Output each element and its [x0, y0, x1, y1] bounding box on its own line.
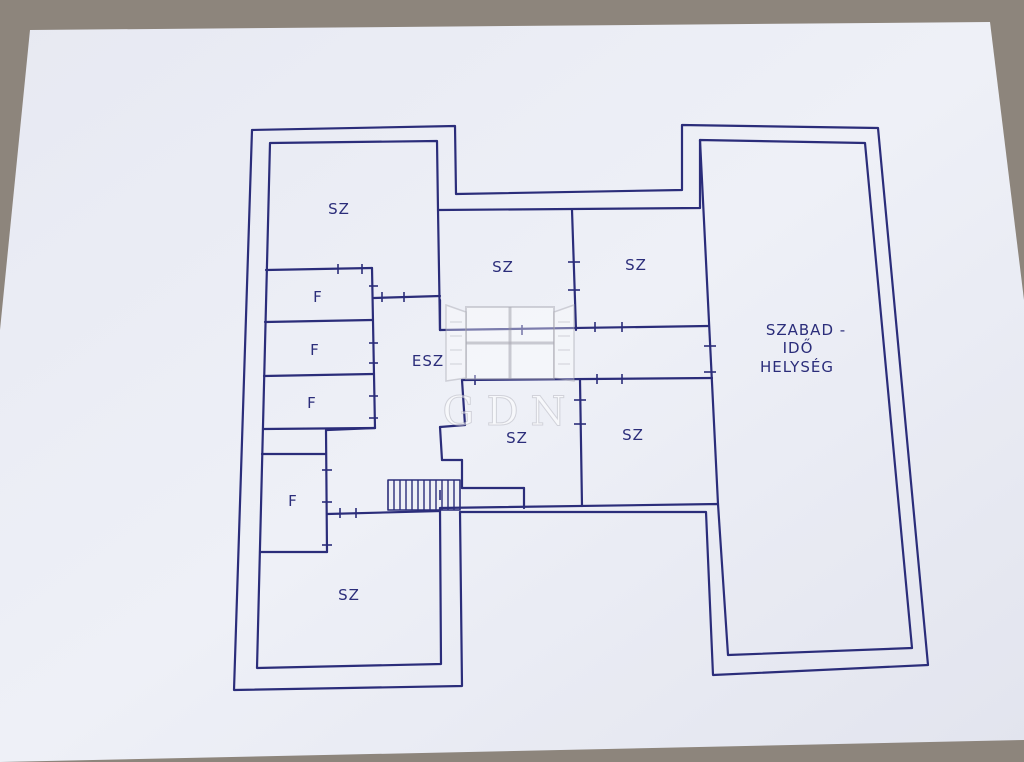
- room-label-f-2: F: [310, 341, 320, 359]
- room-label-sz-bottom-left: SZ: [338, 586, 360, 604]
- room-label-sz-low-right: SZ: [622, 426, 644, 444]
- room-label-sz-mid-right: SZ: [625, 256, 647, 274]
- leisure-room-label-line2: IDŐ: [783, 337, 814, 357]
- paper-sheet: [0, 22, 1024, 762]
- watermark-logo: [445, 303, 575, 382]
- leisure-room-label-line3: HELYSÉG: [760, 357, 834, 376]
- room-label-f-3: F: [307, 394, 317, 412]
- stair-hatching: [393, 480, 455, 510]
- room-label-sz-low-left: SZ: [506, 429, 528, 447]
- room-label-f-1: F: [313, 288, 323, 306]
- leisure-room-wall: [698, 138, 720, 506]
- watermark-text: GDN: [442, 389, 577, 435]
- outer-wall: [232, 123, 930, 692]
- leisure-room-label-line1: SZABAD -: [766, 321, 846, 339]
- room-label-f-4: F: [288, 492, 298, 510]
- room-label-sz-mid-left: SZ: [492, 258, 514, 276]
- room-label-sz-top-left: SZ: [328, 200, 350, 218]
- door-ticks: [322, 261, 716, 546]
- floor-plan-drawing: [232, 123, 930, 692]
- room-label-esz: ESZ: [412, 352, 444, 370]
